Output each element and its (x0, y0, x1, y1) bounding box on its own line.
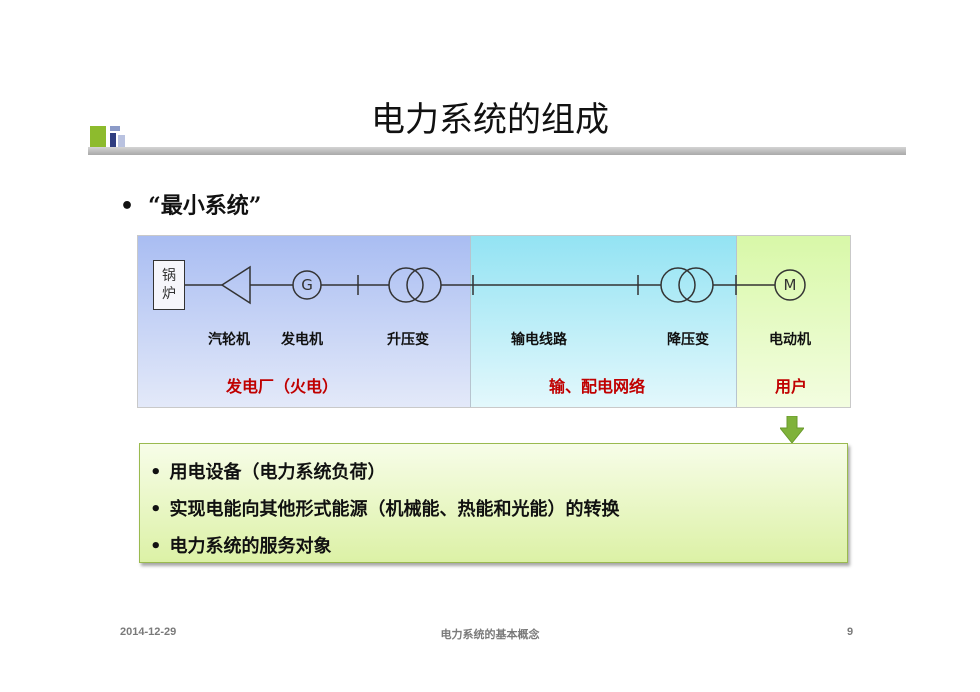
info-item: • 电力系统的服务对象 (150, 532, 332, 558)
bullet-dot: • (150, 462, 162, 483)
logo-block-navy (110, 133, 116, 154)
step-down-transformer-coil-1 (660, 267, 696, 303)
user-description-box: • 用电设备（电力系统负荷） • 实现电能向其他形式能源（机械能、热能和光能）的转换… (139, 443, 848, 563)
boiler-box: 锅 炉 (153, 260, 185, 310)
info-item: • 实现电能向其他形式能源（机械能、热能和光能）的转换 (150, 495, 620, 521)
motor-icon (774, 269, 806, 301)
zone-label-power-plant: 发电厂（火电） (226, 377, 339, 396)
step-up-transformer-coil-1 (388, 267, 424, 303)
logo-block-lavender (110, 126, 120, 131)
bullet-dot: • (150, 536, 162, 557)
label-motor: 电动机 (769, 332, 811, 348)
main-bullet: • “最小系统” (120, 188, 261, 220)
generator-symbol-text: G (301, 276, 313, 294)
label-transmission-line: 输电线路 (511, 332, 567, 348)
step-down-transformer-coil-2 (678, 267, 714, 303)
boiler-label-1: 锅 (162, 268, 176, 284)
zone-network (470, 236, 736, 407)
down-arrow-icon (780, 416, 804, 444)
boiler-label-2: 炉 (162, 286, 176, 302)
label-step-down-transformer: 降压变 (667, 332, 709, 348)
zone-label-user: 用户 (775, 377, 808, 396)
footer-date: 2014-12-29 (120, 626, 177, 638)
label-turbine: 汽轮机 (208, 332, 250, 348)
turbine-icon (220, 265, 251, 305)
power-system-diagram: 锅 炉 G M 汽轮机 发电机 升压变 输电线路 降压变 电动机 发电厂（火电）… (137, 235, 851, 408)
info-item: • 用电设备（电力系统负荷） (150, 458, 386, 484)
title-underline-bar (88, 147, 906, 155)
footer-page-number: 9 (847, 626, 854, 638)
info-item-text: 用电设备（电力系统负荷） (169, 462, 386, 483)
info-item-text: 实现电能向其他形式能源（机械能、热能和光能）的转换 (169, 499, 620, 520)
logo-block-lightblue (118, 135, 125, 154)
footer-title: 电力系统的基本概念 (440, 629, 540, 641)
zone-label-network: 输、配电网络 (549, 377, 646, 396)
step-up-transformer-coil-2 (406, 267, 442, 303)
bullet-dot: • (150, 499, 162, 520)
bullet-dot: • (120, 194, 135, 219)
zone-power-plant (138, 236, 470, 407)
zone-divider (470, 236, 471, 407)
slide-title: 电力系统的组成 (371, 100, 609, 140)
label-step-up-transformer: 升压变 (387, 332, 429, 348)
zone-user (736, 236, 850, 407)
main-bullet-text: “最小系统” (148, 193, 262, 219)
single-line-schematic (185, 265, 806, 305)
info-item-text: 电力系统的服务对象 (169, 536, 332, 557)
label-generator: 发电机 (281, 332, 323, 348)
motor-symbol-text: M (783, 276, 797, 294)
zone-divider (736, 236, 737, 407)
